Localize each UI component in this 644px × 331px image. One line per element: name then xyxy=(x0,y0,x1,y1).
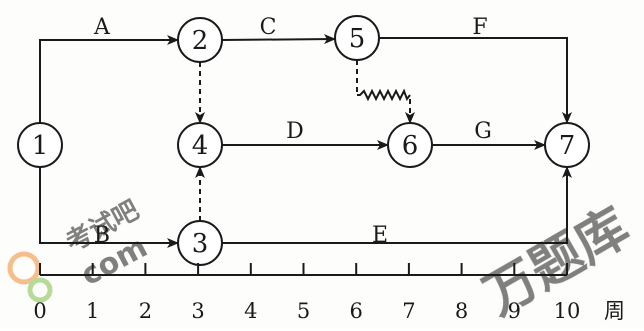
node-4-circle xyxy=(177,122,223,168)
node-5-label: 5 xyxy=(349,24,366,54)
edge-f-label: F xyxy=(472,15,487,40)
edge-a-line xyxy=(39,35,179,123)
node-4: 4 xyxy=(177,122,223,168)
time-scale-tick-label: 2 xyxy=(139,299,152,323)
time-scale-tick-label: 7 xyxy=(402,299,415,323)
node-7-label: 7 xyxy=(559,131,576,161)
node-6-circle xyxy=(387,122,433,168)
edge-c-line xyxy=(221,34,336,45)
kaoshiba-logo-watermark: 考试吧 com xyxy=(7,195,153,303)
node-2-circle xyxy=(177,17,223,63)
node-2-label: 2 xyxy=(192,26,209,56)
edge-d: D xyxy=(222,119,389,150)
node-7-circle xyxy=(544,122,590,168)
node-1: 1 xyxy=(17,122,63,168)
edge-f-line xyxy=(379,37,572,124)
edge-d-label: D xyxy=(286,119,304,144)
edge-e: E xyxy=(222,166,572,248)
edge-g: G xyxy=(432,119,546,150)
edge-w56 xyxy=(356,60,415,124)
edge-e-line xyxy=(222,166,572,244)
node-7: 7 xyxy=(544,122,590,168)
time-scale-unit-label: 周 xyxy=(604,299,625,323)
node-5-circle xyxy=(334,15,380,61)
edge-a-label: A xyxy=(93,15,111,40)
node-2: 2 xyxy=(177,17,223,63)
edge-b: B xyxy=(39,167,179,248)
edge-g-label: G xyxy=(474,119,492,144)
time-scale-tick-label: 9 xyxy=(508,299,521,323)
kaoshiba-logo-ring-small xyxy=(27,277,53,303)
edge-layer: A B C D E F G xyxy=(39,15,572,248)
edge-e-label: E xyxy=(372,223,388,248)
time-scale-tick-label: 8 xyxy=(455,299,468,323)
node-1-circle xyxy=(17,122,63,168)
edge-b-line xyxy=(39,167,179,248)
time-scale-tick-label: 6 xyxy=(350,299,363,323)
edge-b-label: B xyxy=(94,223,110,248)
time-scale-tick-label: 5 xyxy=(297,299,310,323)
time-scale-tick-label: 0 xyxy=(33,299,46,323)
edge-a: A xyxy=(39,15,179,123)
node-1-label: 1 xyxy=(32,131,49,161)
edge-c: C xyxy=(221,15,336,45)
time-scale-tick-label: 10 xyxy=(554,299,581,323)
edge-f: F xyxy=(379,15,572,124)
watermark-layer: 考试吧 com 万题库 xyxy=(7,195,640,327)
kaoshiba-logo-ring xyxy=(7,251,41,285)
time-scale-tick-label: 1 xyxy=(86,299,99,323)
time-scale: 0 1 2 3 4 5 6 7 8 9 10 周 xyxy=(33,263,625,323)
time-scale-tick-label: 4 xyxy=(244,299,257,323)
node-3-circle xyxy=(177,220,223,266)
node-3-label: 3 xyxy=(192,229,209,259)
node-3: 3 xyxy=(177,220,223,266)
edge-w56-line xyxy=(357,88,411,102)
node-6-label: 6 xyxy=(402,131,419,161)
node-layer: 1 2 3 4 5 6 7 xyxy=(17,15,590,266)
node-6: 6 xyxy=(387,122,433,168)
edge-c-label: C xyxy=(260,15,277,40)
node-5: 5 xyxy=(334,15,380,61)
time-scale-tick-label: 3 xyxy=(191,299,204,323)
node-4-label: 4 xyxy=(192,131,209,161)
